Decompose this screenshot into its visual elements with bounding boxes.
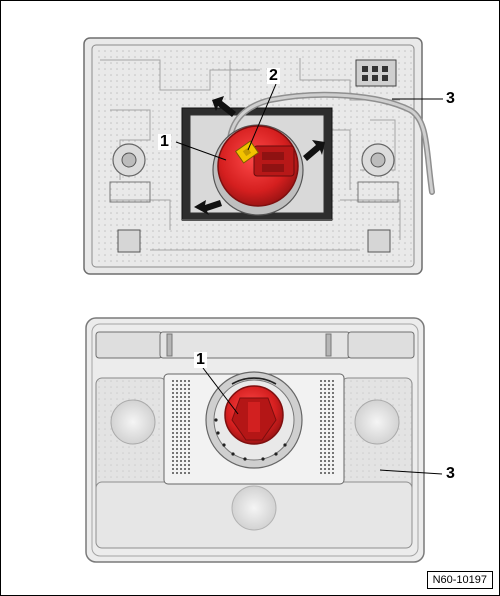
callout-3-top: 3: [444, 90, 457, 107]
leader-lines-top: [175, 83, 443, 161]
rotary-switch-rear: [212, 124, 304, 216]
connector-block: [355, 59, 397, 87]
right-lamp-module: [357, 143, 399, 203]
callout-1-top: 1: [158, 133, 171, 150]
left-lamp-module: [109, 143, 151, 203]
bottom-housing-front-view: [85, 317, 443, 563]
temperature-dial: [205, 371, 303, 469]
callout-1-bottom: 1: [194, 351, 207, 368]
top-housing-rear-view: [83, 37, 443, 275]
yellow-connector: [234, 140, 260, 164]
figure-id-label: N60-10197: [426, 571, 493, 589]
callout-3-bottom: 3: [444, 465, 457, 482]
leader-lines-bottom: [202, 367, 443, 475]
callout-2-top: 2: [267, 67, 280, 84]
arrow-pointer-icon: [194, 96, 325, 215]
